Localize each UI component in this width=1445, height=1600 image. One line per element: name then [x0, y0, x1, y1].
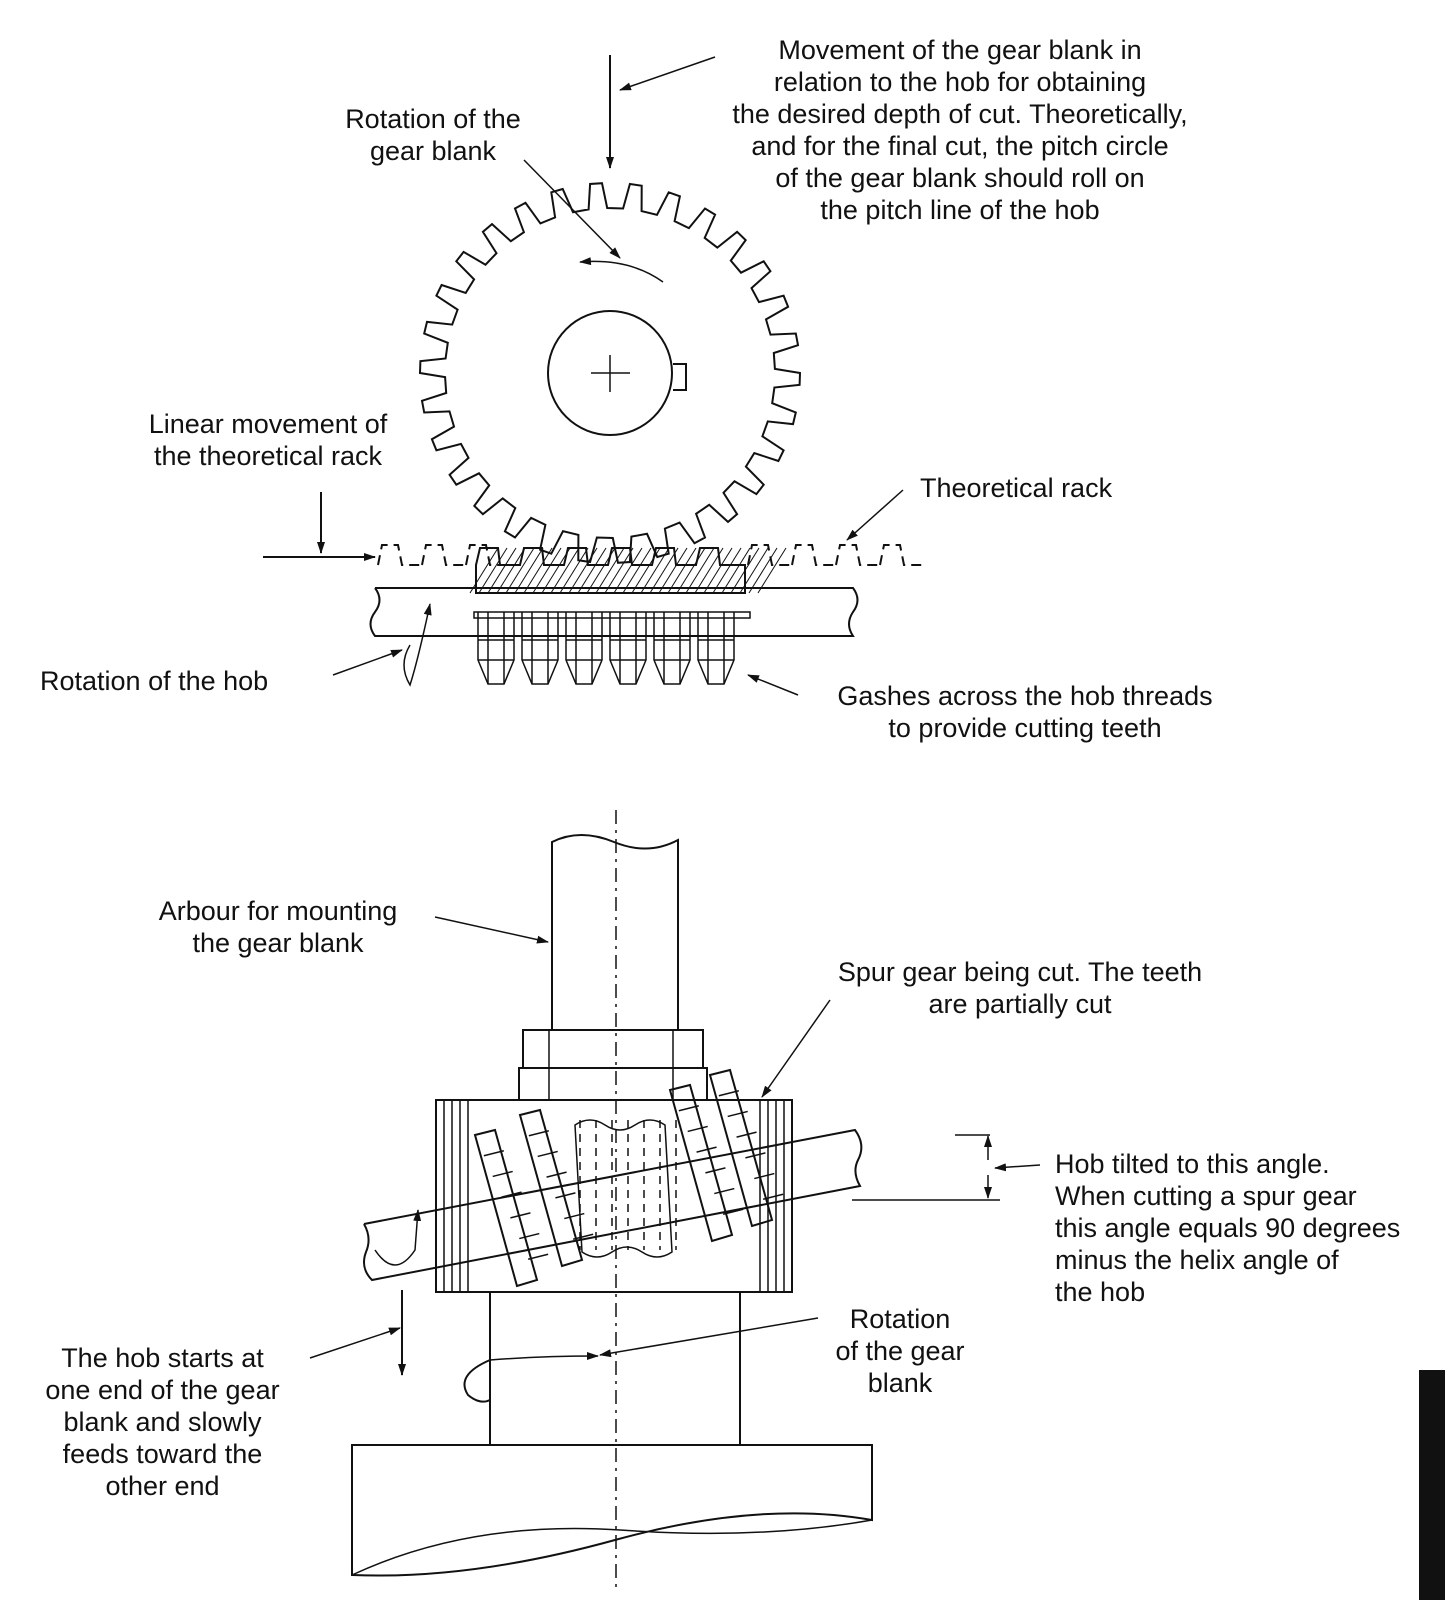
label-hob-tilted: Hob tilted to this angle.When cutting a … — [1055, 1149, 1401, 1307]
theoretical-rack — [377, 544, 924, 594]
gear-teeth-outline — [418, 182, 802, 564]
scan-edge-shadow — [1419, 1370, 1445, 1600]
lower-shaft — [351, 1292, 873, 1577]
gear-blank-top — [418, 182, 802, 564]
label-theoretical-rack: Theoretical rack — [920, 473, 1113, 503]
label-rotation-hob: Rotation of the hob — [40, 666, 269, 696]
spur-gear — [435, 1099, 793, 1293]
hob-tilted — [363, 1068, 863, 1288]
arbour — [518, 834, 708, 1101]
hob-top — [369, 587, 859, 685]
